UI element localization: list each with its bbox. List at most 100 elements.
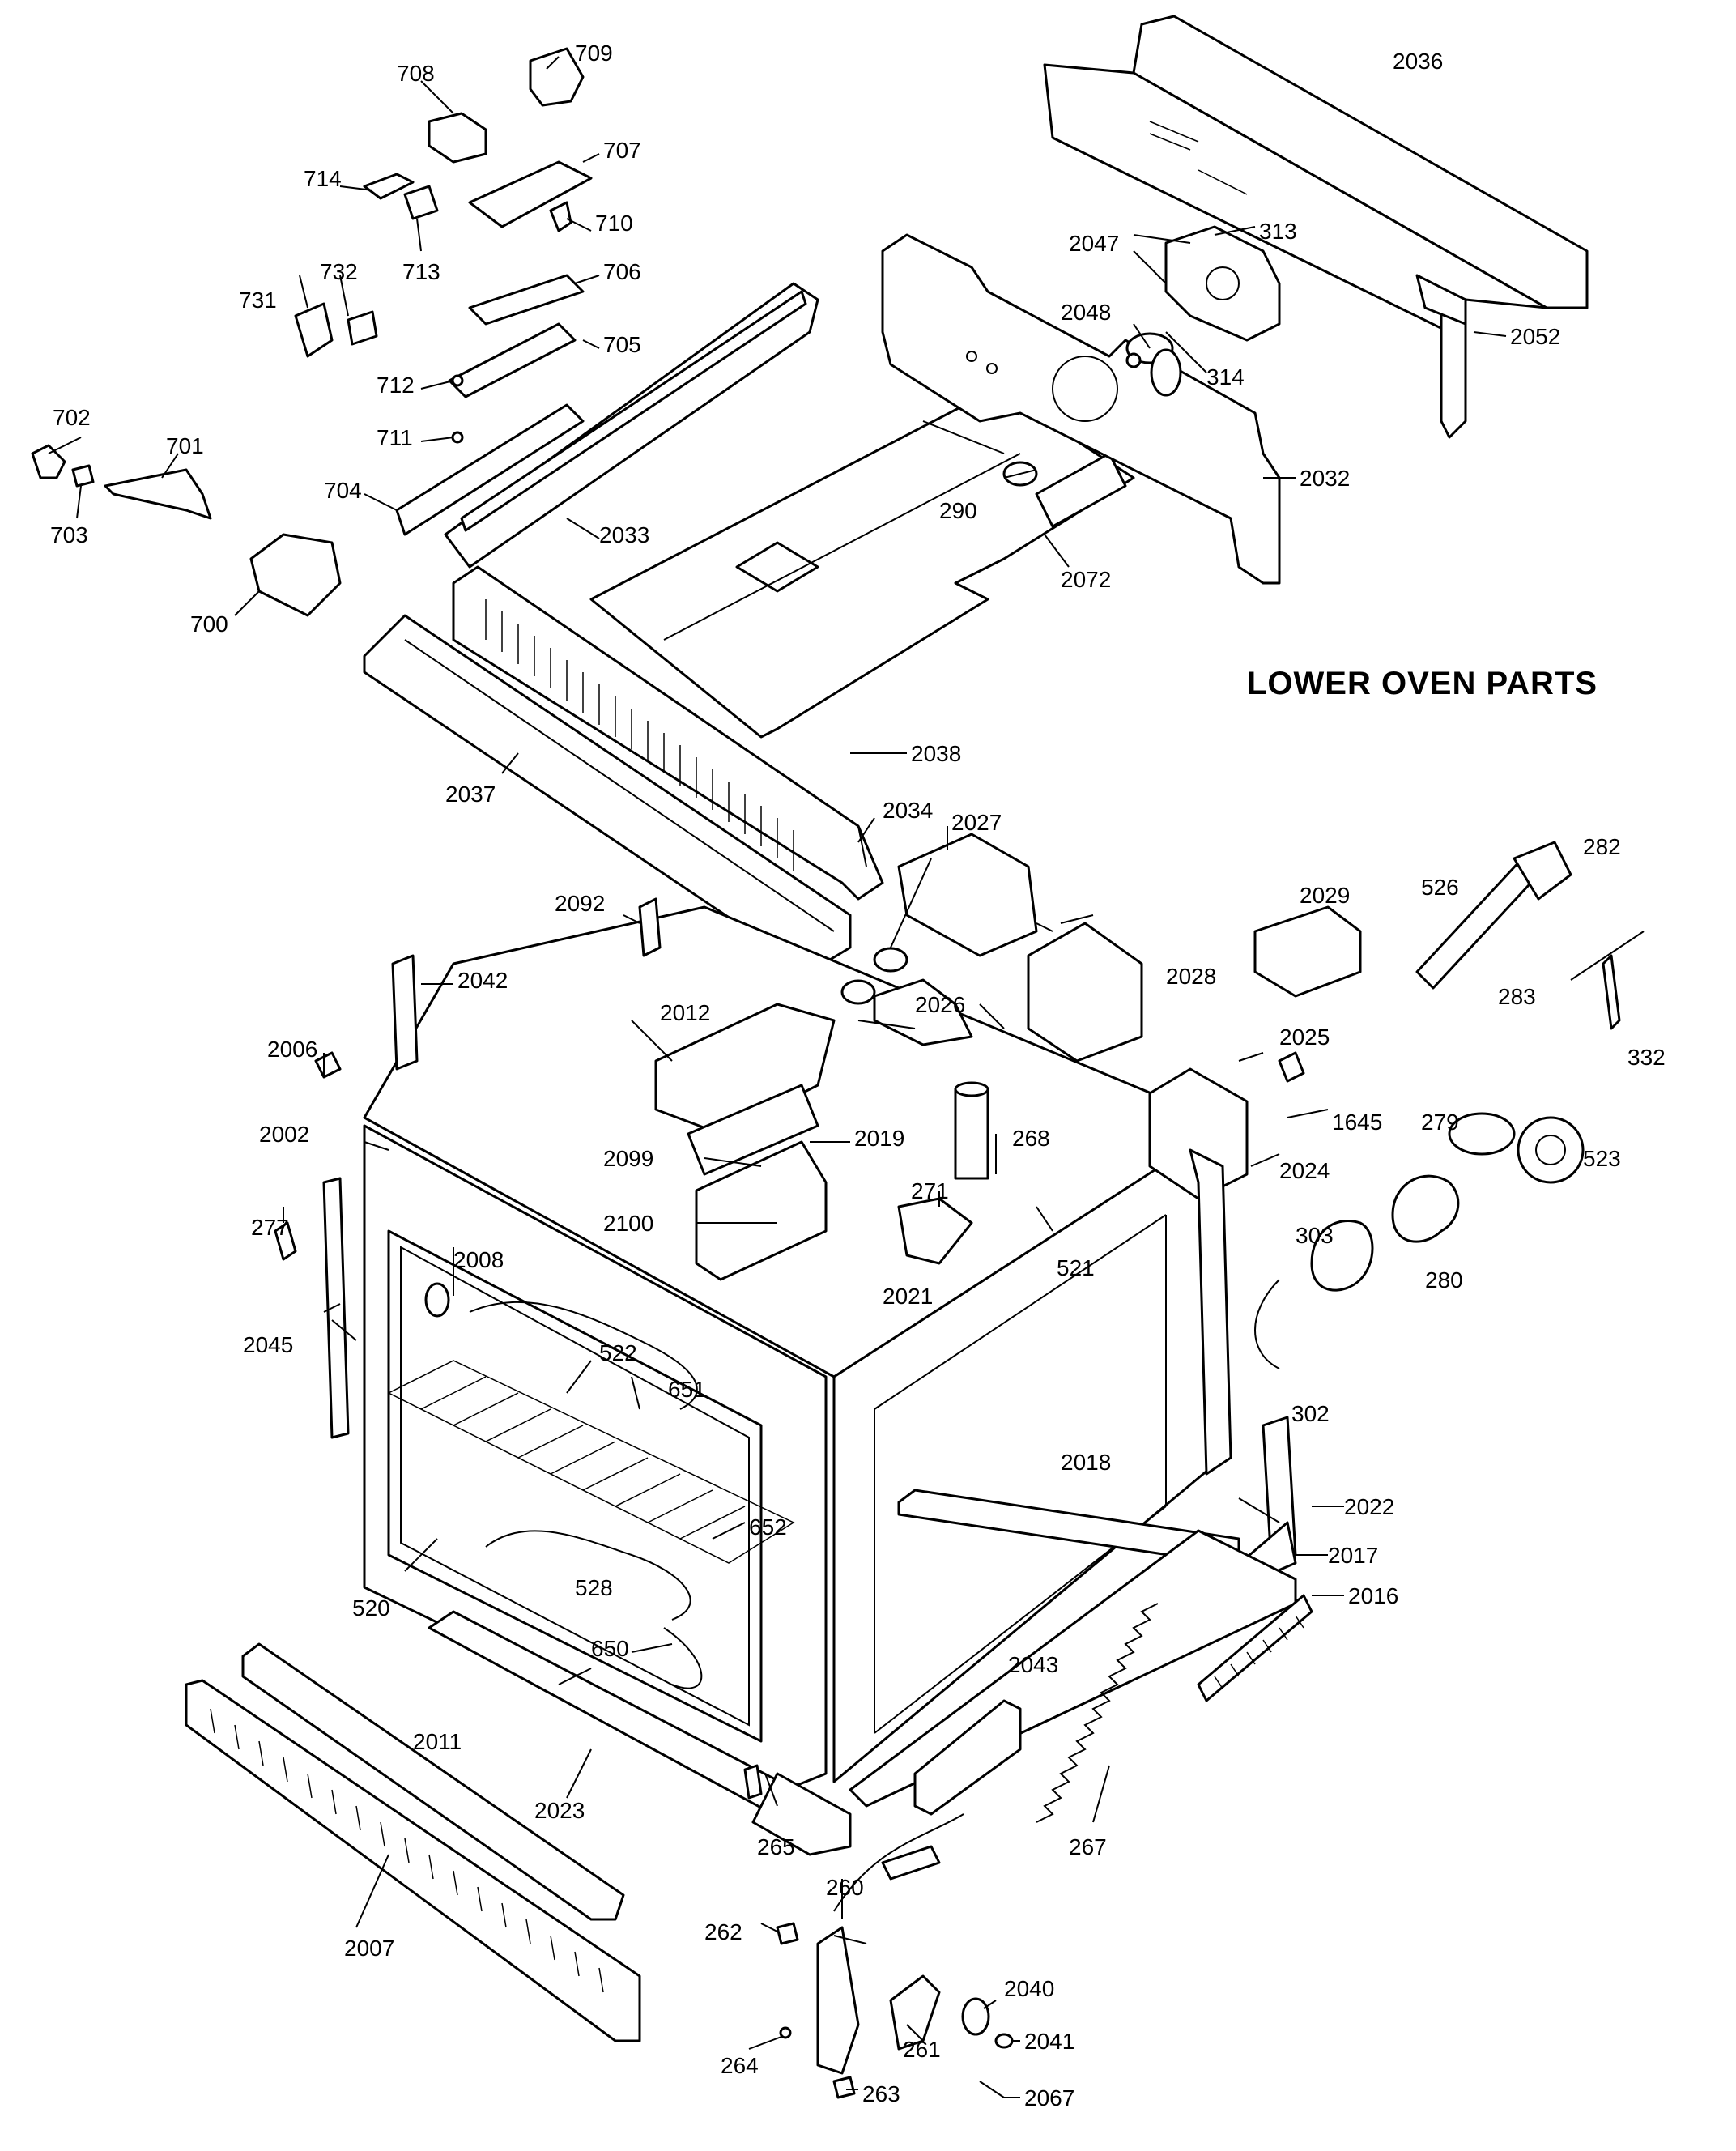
- label-264: 264: [721, 2053, 759, 2078]
- label-2025: 2025: [1279, 1024, 1330, 1050]
- label-265: 265: [757, 1834, 795, 1859]
- thermostat-290: [1002, 461, 1038, 487]
- oven-cabinet: [363, 905, 1240, 1856]
- label-2007: 2007: [344, 1936, 394, 1961]
- label-2045: 2045: [243, 1332, 293, 1357]
- label-2008: 2008: [453, 1247, 504, 1272]
- label-2024: 2024: [1279, 1158, 1330, 1183]
- label-2027: 2027: [951, 810, 1002, 835]
- label-706: 706: [603, 259, 641, 284]
- label-279: 279: [1421, 1110, 1459, 1135]
- label-1645: 1645: [1332, 1110, 1382, 1135]
- label-711: 711: [377, 425, 413, 450]
- top-plate: [589, 387, 1135, 739]
- label-261: 261: [903, 2037, 941, 2062]
- label-2002: 2002: [259, 1122, 309, 1147]
- label-714: 714: [304, 166, 342, 191]
- label-701: 701: [166, 433, 204, 458]
- label-313: 313: [1259, 219, 1297, 244]
- label-263: 263: [862, 2081, 900, 2106]
- label-2016: 2016: [1348, 1583, 1398, 1608]
- label-271: 271: [911, 1178, 949, 1203]
- label-705: 705: [603, 332, 641, 357]
- label-2021: 2021: [883, 1284, 933, 1309]
- label-2040: 2040: [1004, 1976, 1054, 2001]
- label-2029: 2029: [1300, 883, 1350, 908]
- label-650: 650: [591, 1636, 629, 1661]
- label-2022: 2022: [1344, 1494, 1394, 1519]
- label-282: 282: [1583, 834, 1621, 859]
- side-rail: [1415, 274, 1467, 439]
- diagram-title: LOWER OVEN PARTS: [1247, 666, 1598, 701]
- label-703: 703: [50, 522, 88, 547]
- control-parts: [31, 47, 593, 617]
- label-2023: 2023: [534, 1798, 585, 1823]
- label-262: 262: [704, 1919, 742, 1944]
- label-277: 277: [251, 1215, 289, 1240]
- kick-panels: [185, 1642, 641, 2042]
- front-frame-2034: [452, 565, 884, 901]
- label-2028: 2028: [1166, 964, 1216, 989]
- label-700: 700: [190, 611, 228, 637]
- label-708: 708: [397, 61, 435, 86]
- label-2036: 2036: [1393, 49, 1443, 74]
- label-280: 280: [1425, 1267, 1463, 1293]
- label-2042: 2042: [457, 968, 508, 993]
- label-2011: 2011: [413, 1729, 462, 1754]
- label-713: 713: [402, 259, 440, 284]
- front-trim-2037: [363, 614, 852, 973]
- label-2033: 2033: [599, 522, 649, 547]
- leader-lines: [48, 56, 1507, 2098]
- label-2006: 2006: [267, 1037, 317, 1062]
- label-521: 521: [1057, 1255, 1095, 1280]
- door-hinge: [816, 1813, 964, 2075]
- label-314: 314: [1206, 364, 1245, 390]
- top-cover: [1043, 15, 1589, 342]
- label-522: 522: [599, 1340, 637, 1365]
- side-boxes: [897, 833, 1249, 1476]
- rear-panel: [881, 233, 1281, 585]
- label-520: 520: [352, 1595, 390, 1621]
- label-2018: 2018: [1061, 1450, 1111, 1475]
- label-2067: 2067: [1024, 2085, 1074, 2111]
- fasteners: [743, 1764, 1014, 2099]
- label-710: 710: [595, 211, 633, 236]
- label-2017: 2017: [1328, 1543, 1378, 1568]
- right-side-parts: [1253, 841, 1645, 1369]
- front-duct-2033: [444, 282, 819, 569]
- label-702: 702: [53, 405, 91, 430]
- label-2100: 2100: [603, 1211, 653, 1236]
- label-2052: 2052: [1510, 324, 1560, 349]
- label-2026: 2026: [915, 992, 965, 1017]
- label-2012: 2012: [660, 1000, 710, 1025]
- label-712: 712: [377, 373, 415, 398]
- label-2092: 2092: [555, 891, 605, 916]
- label-2048: 2048: [1061, 300, 1111, 325]
- label-332: 332: [1628, 1045, 1666, 1070]
- door-spring-267: [1036, 1603, 1159, 1823]
- label-268: 268: [1012, 1126, 1050, 1151]
- label-2072: 2072: [1061, 567, 1111, 592]
- label-2037: 2037: [445, 782, 496, 807]
- label-704: 704: [324, 478, 362, 503]
- label-267: 267: [1069, 1834, 1107, 1859]
- label-302: 302: [1291, 1401, 1330, 1426]
- label-2041: 2041: [1024, 2029, 1074, 2054]
- label-2047: 2047: [1069, 231, 1119, 256]
- label-260: 260: [826, 1875, 864, 1900]
- label-2019: 2019: [854, 1126, 904, 1151]
- label-528: 528: [575, 1575, 613, 1600]
- label-707: 707: [603, 138, 641, 163]
- lower-rails: [849, 1416, 1313, 1816]
- label-732: 732: [320, 259, 358, 284]
- label-290: 290: [939, 498, 977, 523]
- label-652: 652: [749, 1514, 787, 1540]
- center-parts: [654, 947, 989, 1281]
- label-2032: 2032: [1300, 466, 1350, 491]
- label-2034: 2034: [883, 798, 933, 823]
- label-303: 303: [1296, 1223, 1334, 1248]
- left-side-parts: [274, 897, 662, 1439]
- label-2043: 2043: [1008, 1652, 1058, 1677]
- label-731: 731: [239, 288, 277, 313]
